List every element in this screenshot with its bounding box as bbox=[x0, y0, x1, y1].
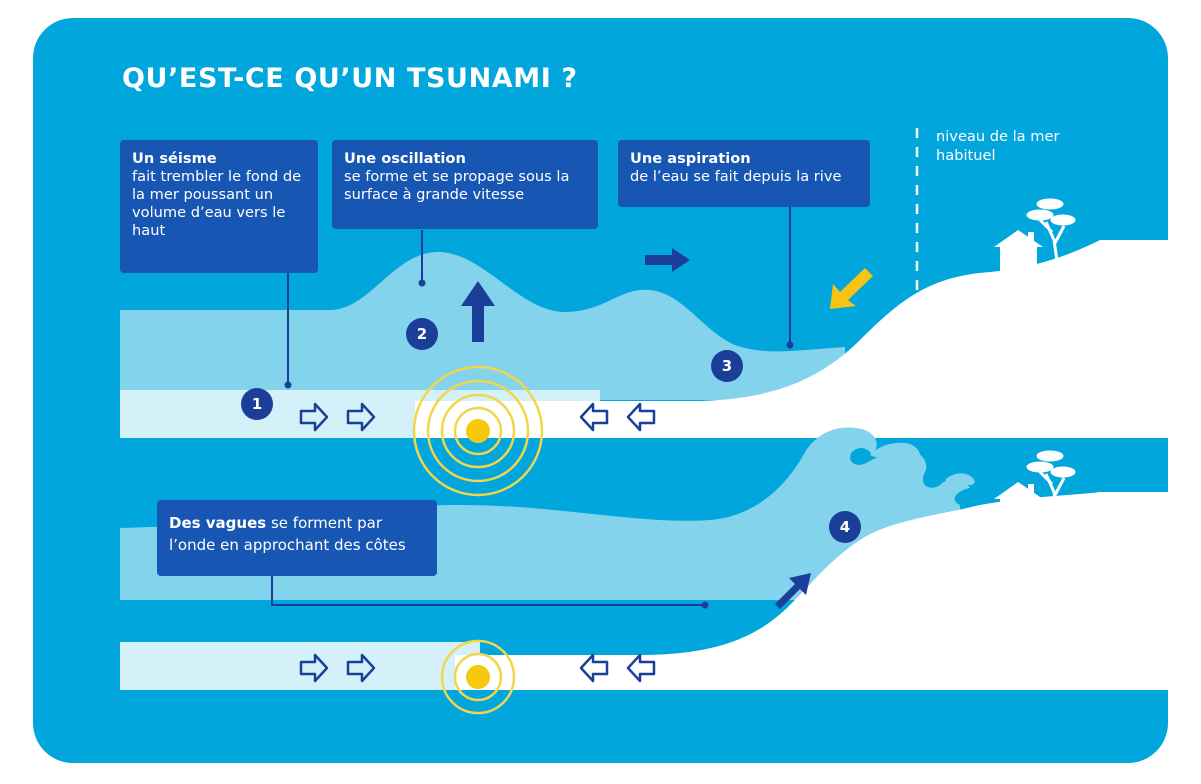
house-icon bbox=[994, 230, 1043, 271]
arrow-diagonal-icon bbox=[830, 268, 873, 309]
epicenter-icon bbox=[412, 365, 544, 497]
step-3-box: Une aspiration de l’eau se fait depuis l… bbox=[618, 140, 870, 207]
arrow-up-icon bbox=[461, 281, 495, 342]
step-2-title: Une oscillation bbox=[344, 150, 466, 167]
step-1-box: Un séisme fait trembler le fond de la me… bbox=[120, 140, 318, 273]
step-1-text: fait trembler le fond de la mer poussant… bbox=[132, 168, 302, 239]
tree-icon bbox=[1026, 198, 1076, 269]
step-4-text: se forment par l’onde en approchant des … bbox=[169, 514, 406, 554]
wave-curl-small bbox=[945, 473, 975, 486]
arrow-right-outline-icon bbox=[299, 653, 376, 683]
step-4-box: Des vagues se forment par l’onde en appr… bbox=[157, 500, 437, 576]
top-land bbox=[415, 240, 1168, 438]
arrow-left-outline-icon bbox=[579, 653, 656, 683]
epicenter-icon bbox=[440, 639, 516, 715]
arrow-diagonal-icon bbox=[775, 573, 811, 609]
page-title: QU’EST-CE QU’UN TSUNAMI ? bbox=[122, 63, 578, 94]
step-2-badge: 2 bbox=[406, 318, 438, 350]
step-3-title: Une aspiration bbox=[630, 150, 751, 167]
step-1-badge: 1 bbox=[241, 388, 273, 420]
arrow-left-outline-icon bbox=[579, 402, 656, 432]
wave-curl bbox=[870, 442, 921, 469]
arrow-right-icon bbox=[645, 248, 690, 272]
step-4-badge: 4 bbox=[829, 511, 861, 543]
infographic-card: QU’EST-CE QU’UN TSUNAMI ? niveau de la m… bbox=[33, 18, 1168, 763]
step-1-title: Un séisme bbox=[132, 150, 217, 167]
bottom-land bbox=[455, 492, 1168, 690]
step-2-box: Une oscillation se forme et se propage s… bbox=[332, 140, 598, 229]
top-scene bbox=[120, 128, 1168, 497]
step-4-title: Des vagues bbox=[169, 514, 267, 532]
arrow-right-outline-icon bbox=[299, 402, 376, 432]
step-2-text: se forme et se propage sous la surface à… bbox=[344, 168, 570, 203]
house-icon bbox=[994, 482, 1043, 523]
step-3-badge: 3 bbox=[711, 350, 743, 382]
connector-4 bbox=[271, 575, 704, 606]
sea-level-label: niveau de la mer habituel bbox=[936, 128, 1060, 164]
tree-icon bbox=[1026, 450, 1076, 521]
step-3-text: de l’eau se fait depuis la rive bbox=[630, 168, 842, 185]
